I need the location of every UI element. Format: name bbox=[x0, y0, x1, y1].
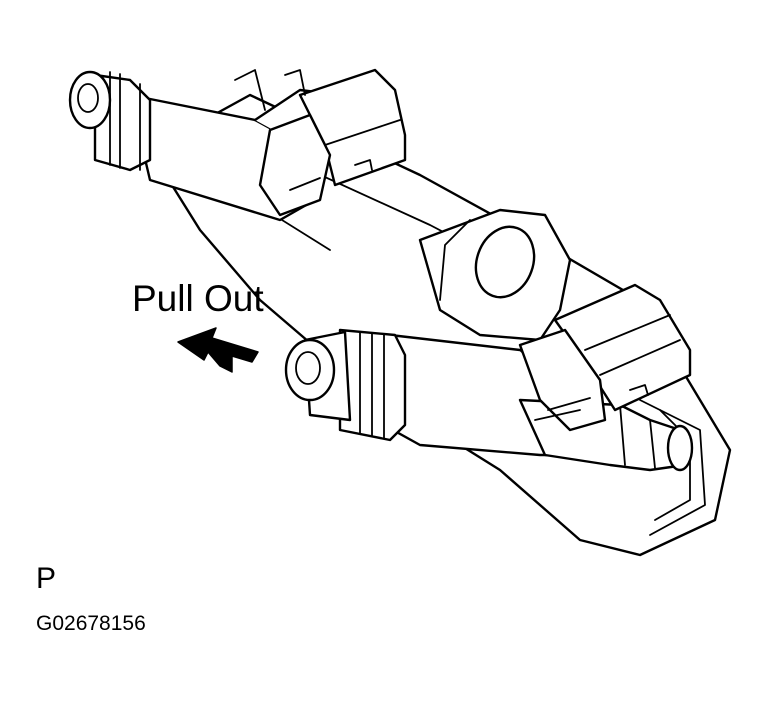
pull-direction-arrow-icon bbox=[177, 327, 259, 373]
upper-connector bbox=[234, 68, 407, 217]
mounting-bracket bbox=[418, 208, 572, 342]
figure-id-label: G02678156 bbox=[36, 612, 146, 635]
view-letter-label: P bbox=[36, 562, 57, 595]
pull-out-label: Pull Out bbox=[132, 278, 264, 319]
main-connector bbox=[518, 283, 692, 432]
